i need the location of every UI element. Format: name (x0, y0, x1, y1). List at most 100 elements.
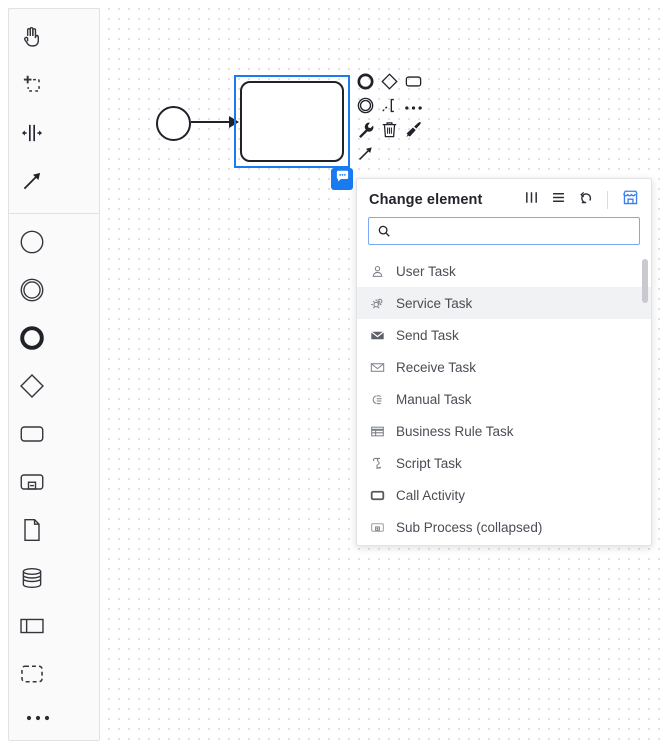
comment-badge[interactable] (331, 168, 353, 190)
list-item-label: Sub Process (collapsed) (396, 519, 543, 535)
context-append-gateway[interactable] (377, 72, 401, 96)
marketplace-icon (622, 189, 639, 211)
context-append-text-annotation[interactable] (377, 96, 401, 120)
undo-icon (578, 190, 593, 210)
list-item-label: Service Task (396, 295, 473, 311)
hand-tool-icon (19, 24, 45, 55)
task-icon (18, 420, 46, 453)
group-icon (18, 660, 46, 693)
connect-arrow-icon (356, 144, 375, 168)
list-view-button[interactable] (549, 191, 567, 209)
participant-icon (18, 612, 46, 645)
list-item-business-rule-task[interactable]: Business Rule Task (357, 415, 651, 447)
list-item-label: Script Task (396, 455, 462, 471)
list-item-service-task[interactable]: Service Task (357, 287, 651, 319)
search-icon (377, 224, 391, 238)
context-remove[interactable] (377, 120, 401, 144)
ellipsis-icon (25, 710, 51, 728)
receive-task-icon (369, 359, 385, 375)
task-icon (404, 72, 423, 96)
list-item-call-activity[interactable]: Call Activity (357, 479, 651, 511)
list-item-script-task[interactable]: Script Task (357, 447, 651, 479)
end-event-icon (18, 324, 46, 357)
palette-data-store[interactable] (9, 556, 55, 604)
palette-gateway[interactable] (9, 364, 55, 412)
connect-tool-icon (19, 168, 45, 199)
task-selection-outline (234, 75, 350, 168)
marketplace-button[interactable] (621, 189, 639, 211)
context-more-options[interactable] (401, 96, 425, 120)
list-item-label: User Task (396, 263, 456, 279)
search-input[interactable] (398, 217, 631, 245)
wrench-icon (356, 120, 375, 144)
change-element-list[interactable]: User Task Service Task (357, 255, 651, 545)
call-activity-icon (369, 487, 385, 503)
context-append-intermediate-event[interactable] (353, 96, 377, 120)
list-item-sub-process-collapsed[interactable]: Sub Process (collapsed) (357, 511, 651, 543)
palette-data-object[interactable] (9, 508, 55, 556)
list-item-label: Business Rule Task (396, 423, 514, 439)
palette-subprocess-expanded[interactable] (9, 460, 55, 508)
manual-task-icon (369, 391, 385, 407)
end-event-icon (356, 72, 375, 96)
palette-hand-tool[interactable] (9, 15, 55, 63)
columns-view-button[interactable] (522, 191, 540, 209)
search-box[interactable] (368, 217, 640, 245)
palette-task[interactable] (9, 412, 55, 460)
task-shape[interactable] (240, 81, 344, 162)
context-change-element[interactable] (353, 120, 377, 144)
palette-start-event[interactable] (9, 220, 55, 268)
subprocess-expanded-icon (18, 468, 46, 501)
trash-icon (380, 120, 399, 144)
lasso-tool-icon (19, 72, 45, 103)
gateway-icon (18, 372, 46, 405)
undo-button[interactable] (576, 191, 594, 209)
context-set-color[interactable] (401, 120, 425, 144)
data-object-icon (18, 516, 46, 549)
list-item-label: Call Activity (396, 487, 466, 503)
intermediate-event-icon (356, 96, 375, 120)
list-item-label: Manual Task (396, 391, 472, 407)
list-item-send-task[interactable]: Send Task (357, 319, 651, 351)
context-connect[interactable] (353, 144, 377, 168)
data-store-icon (18, 564, 46, 597)
palette-intermediate-event[interactable] (9, 268, 55, 316)
context-append-task[interactable] (401, 72, 425, 96)
context-pad[interactable] (353, 72, 425, 168)
palette-space-tool[interactable] (9, 111, 55, 159)
list-item-label: Receive Task (396, 359, 477, 375)
paintbrush-icon (404, 120, 423, 144)
popup-title: Change element (369, 192, 483, 208)
palette-connect-tool[interactable] (9, 159, 55, 207)
context-pad-row-4 (353, 144, 425, 168)
list-item-user-task[interactable]: User Task (357, 255, 651, 287)
popup-search-wrap (357, 215, 651, 255)
palette-end-event[interactable] (9, 316, 55, 364)
comment-icon (335, 169, 350, 189)
intermediate-event-icon (18, 276, 46, 309)
list-icon (551, 190, 566, 210)
start-event-icon (18, 228, 46, 261)
space-tool-icon (19, 120, 45, 151)
palette-more-tools[interactable] (9, 706, 99, 740)
list-item-manual-task[interactable]: Manual Task (357, 383, 651, 415)
list-scrollbar-thumb[interactable] (642, 259, 648, 303)
start-event-shape[interactable] (156, 106, 191, 141)
send-task-icon (369, 327, 385, 343)
bpmn-palette[interactable] (8, 8, 100, 741)
sequence-flow-line[interactable] (191, 121, 235, 123)
user-task-icon (369, 263, 385, 279)
context-append-end-event[interactable] (353, 72, 377, 96)
palette-lasso-tool[interactable] (9, 63, 55, 111)
palette-elements-group (9, 213, 99, 706)
columns-icon (524, 190, 539, 210)
palette-participant[interactable] (9, 604, 55, 652)
context-pad-row-3 (353, 120, 425, 144)
list-item-receive-task[interactable]: Receive Task (357, 351, 651, 383)
change-element-popup[interactable]: Change element (356, 178, 652, 546)
palette-group[interactable] (9, 652, 55, 700)
palette-tools-group (9, 9, 99, 213)
business-rule-task-icon (369, 423, 385, 439)
context-pad-row-2 (353, 96, 425, 120)
